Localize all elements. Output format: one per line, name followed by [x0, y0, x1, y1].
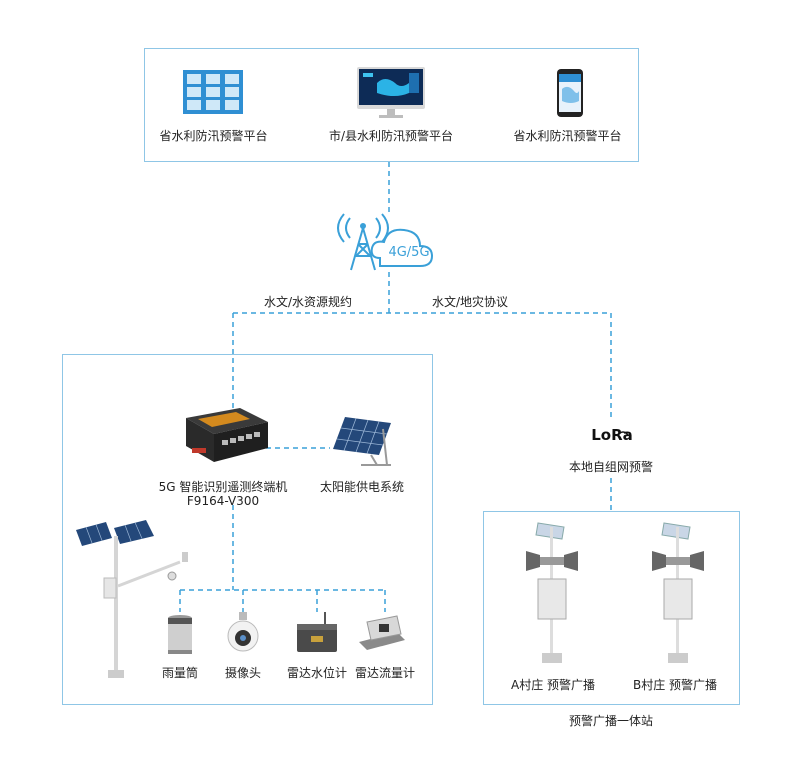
telemetry-terminal-icon [178, 408, 270, 470]
broadcast-station-a-icon [524, 521, 580, 665]
station-b-label: B村庄 预警广播 [632, 678, 718, 692]
camera-icon [227, 612, 259, 656]
monitoring-site-box [62, 354, 433, 705]
radar-level-icon [295, 612, 339, 654]
cell-tower-cloud-icon [336, 206, 448, 274]
network-label: 4G/5G [388, 245, 430, 260]
stations-caption: 预警广播一体站 [568, 714, 653, 728]
monitor-icon [357, 67, 425, 119]
terminal-label-2: F9164-V300 [186, 494, 260, 508]
sensor-label-camera: 摄像头 [224, 666, 261, 680]
sensor-label-rain: 雨量筒 [161, 666, 198, 680]
solar-panel-icon [331, 415, 393, 467]
terminal-label-1: 5G 智能识别遥测终端机 [158, 480, 288, 494]
broadcast-stations-box [483, 511, 740, 705]
lora-logo: LoRa [591, 426, 633, 444]
solar-label: 太阳能供电系统 [319, 480, 404, 494]
video-wall-icon [183, 70, 243, 114]
rain-gauge-icon [166, 614, 194, 656]
smartphone-icon [557, 69, 583, 117]
lora-signal-icon [616, 421, 630, 436]
platform-box [144, 48, 639, 162]
protocol-left-label: 水文/水资源规约 [263, 295, 353, 309]
lora-label: 本地自组网预警 [568, 460, 653, 474]
broadcast-station-b-icon [650, 521, 706, 665]
monitoring-pole-icon [74, 516, 198, 680]
sensor-label-radar-level: 雷达水位计 [286, 666, 347, 680]
platform-label-2: 市/县水利防汛预警平台 [328, 129, 454, 143]
platform-label-3: 省水利防汛预警平台 [513, 129, 622, 143]
protocol-right-label: 水文/地灾协议 [431, 295, 509, 309]
station-a-label: A村庄 预警广播 [510, 678, 596, 692]
radar-flow-icon [357, 614, 407, 654]
sensor-label-radar-flow: 雷达流量计 [354, 666, 415, 680]
platform-label-1: 省水利防汛预警平台 [159, 129, 268, 143]
